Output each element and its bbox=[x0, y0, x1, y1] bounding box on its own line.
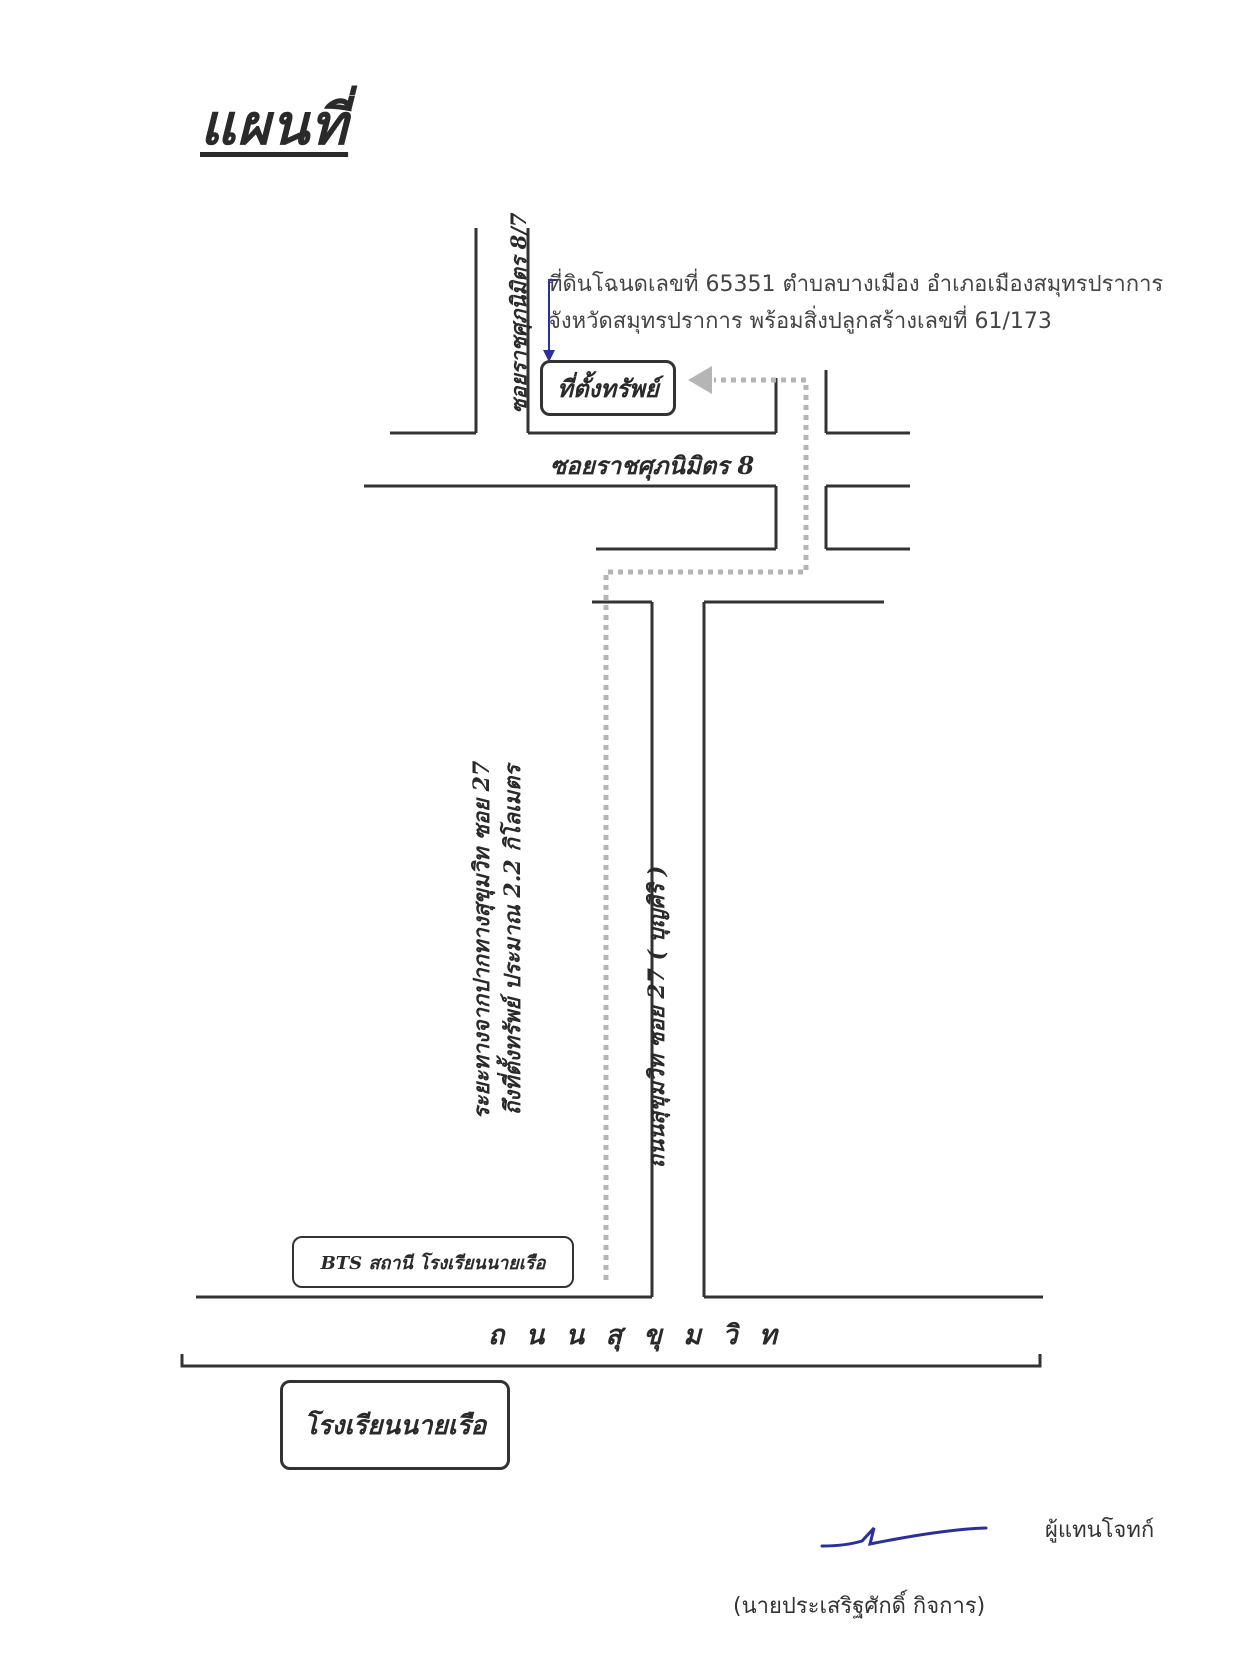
route-path bbox=[603, 377, 809, 1280]
signature-scribble bbox=[820, 1526, 988, 1548]
property-location-box: ที่ตั้งทรัพย์ bbox=[540, 360, 676, 416]
soi-8-7-label: ซอยราชศุภนิมิตร 8/7 bbox=[506, 212, 531, 414]
page-title: แผนที่ bbox=[200, 92, 349, 158]
naval-academy-box: โรงเรียนนายเรือ bbox=[280, 1380, 510, 1470]
distance-label-line2: ถึงที่ตั้งทรัพย์ ประมาณ 2.2 กิโลเมตร bbox=[500, 764, 526, 1116]
naval-academy-label: โรงเรียนนายเรือ bbox=[303, 1410, 487, 1441]
bts-station-box: BTS สถานี โรงเรียนนายเรือ bbox=[292, 1236, 574, 1288]
note-pointer-arrowhead bbox=[543, 350, 555, 362]
sukhumvit-road-label: ถ น น สุ ขุ ม วิ ท bbox=[488, 1320, 783, 1351]
signature-name: (นายประเสริฐศักดิ์ กิจการ) bbox=[733, 1594, 986, 1619]
route-arrowhead bbox=[688, 366, 712, 394]
distance-label-line1: ระยะทางจากปากทางสุขุมวิท ซอย 27 bbox=[469, 760, 495, 1120]
property-note-line2: จังหวัดสมุทรปราการ พร้อมสิ่งปลูกสร้างเลข… bbox=[548, 309, 1052, 334]
bts-station-label: BTS สถานี โรงเรียนนายเรือ bbox=[320, 1252, 546, 1274]
property-note-line1: ที่ดินโฉนดเลขที่ 65351 ตำบลบางเมือง อำเภ… bbox=[548, 272, 1164, 297]
note-pointer-arrow bbox=[548, 279, 558, 352]
signature-role: ผู้แทนโจทก์ bbox=[1045, 1518, 1155, 1543]
property-location-label: ที่ตั้งทรัพย์ bbox=[557, 373, 659, 403]
soi-8-label: ซอยราชศุภนิมิตร 8 bbox=[550, 451, 755, 480]
sukhumvit-27-label: ถนนสุขุมวิท ซอย 27 ( บุญศิริ ) bbox=[644, 865, 670, 1169]
road-lines bbox=[180, 228, 1043, 1368]
